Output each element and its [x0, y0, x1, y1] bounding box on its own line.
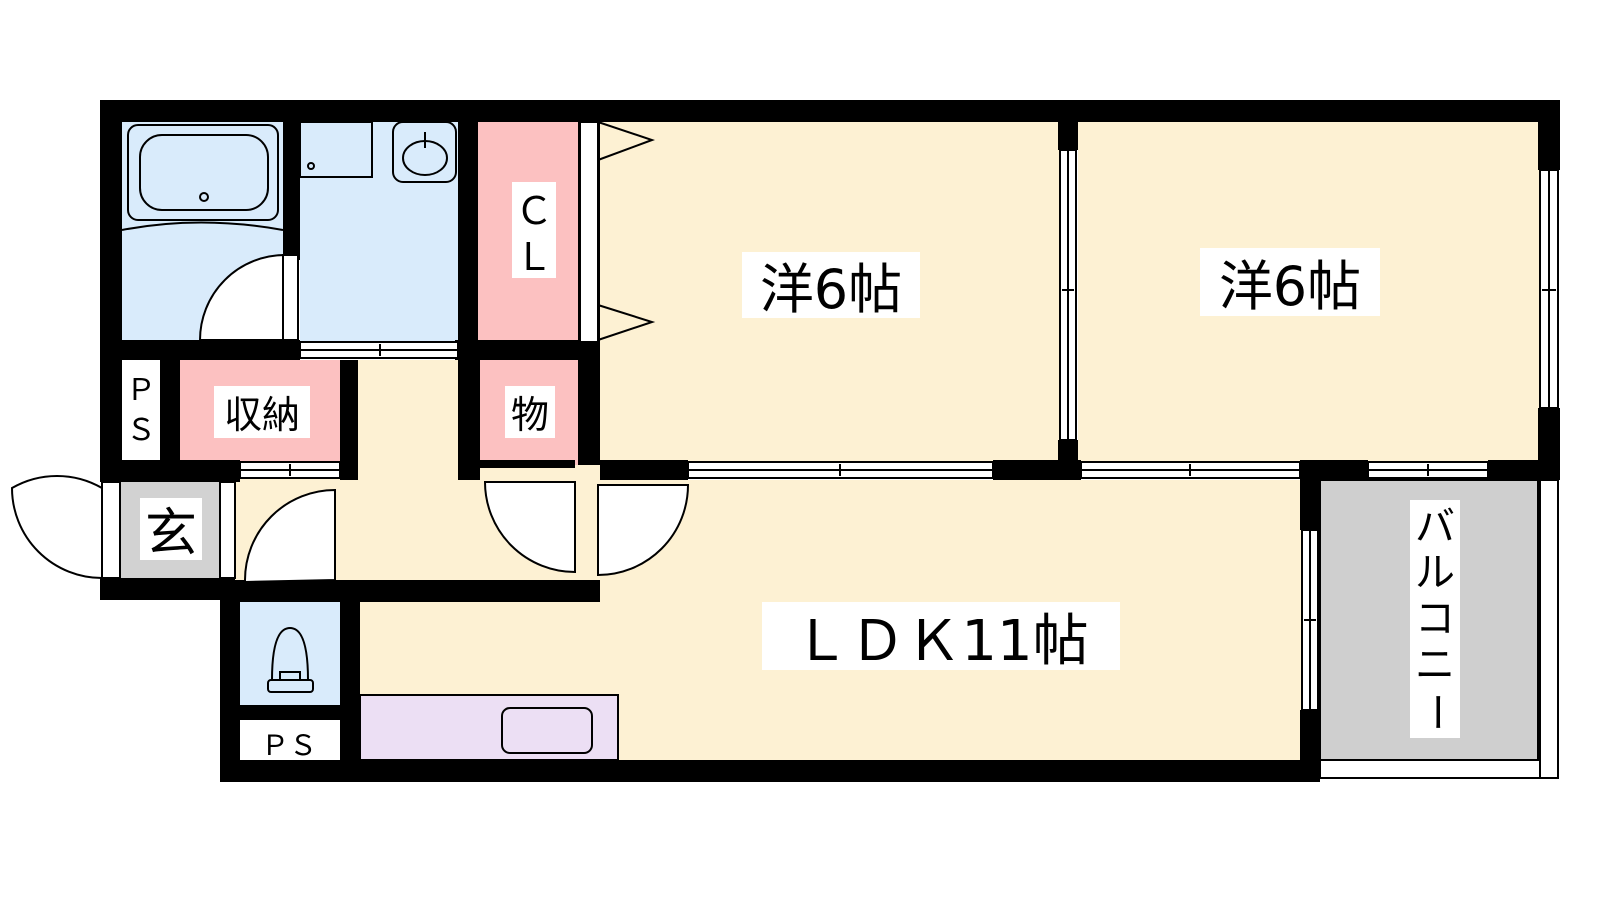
- label-backgrounds: [122, 182, 1460, 758]
- toilet-door-swing: [244, 488, 336, 584]
- storage-label: 収納: [224, 393, 300, 437]
- storeroom-label: 物: [511, 393, 549, 437]
- toilet-icon: [267, 626, 314, 693]
- ps-bottom-label: ＰＳ: [261, 729, 317, 762]
- balcony-label-char: コ: [1415, 596, 1455, 642]
- ps-top-label-s: Ｓ: [126, 413, 156, 448]
- balcony-label-char: バ: [1415, 504, 1455, 550]
- door-swings: [10, 253, 690, 584]
- kitchen-counter-outline: [359, 694, 619, 761]
- storeroom-door-swing: [483, 481, 576, 574]
- balcony-label-char: ー: [1413, 692, 1459, 732]
- western-room-1-label: 洋6帖: [760, 258, 902, 321]
- entrance-door-swing: [10, 474, 103, 580]
- windows-and-sliding-doors: [101, 121, 1559, 779]
- ps-top-label-p: Ｐ: [126, 373, 156, 408]
- kitchen-sink-icon: [501, 707, 593, 754]
- closet-label-l: Ｌ: [515, 235, 553, 279]
- balcony-label-char: ニ: [1415, 642, 1455, 688]
- walls: [100, 100, 1560, 782]
- hallway-door-swing: [597, 484, 690, 577]
- bathroom-door-swing: [198, 253, 286, 341]
- balcony-label-char: ル: [1415, 550, 1455, 596]
- ldk-label: ＬＤＫ11帖: [793, 609, 1088, 674]
- washbasin-icon: [392, 121, 457, 183]
- western-room-2-label: 洋6帖: [1219, 255, 1361, 318]
- bathtub-icon: [121, 124, 284, 231]
- closet-label-c: Ｃ: [515, 189, 553, 233]
- washing-machine-icon: [299, 121, 373, 178]
- balcony-label: バ ル コ ニ ー: [1413, 504, 1459, 732]
- entrance-label: 玄: [145, 504, 197, 564]
- balcony-outline: [1319, 479, 1539, 761]
